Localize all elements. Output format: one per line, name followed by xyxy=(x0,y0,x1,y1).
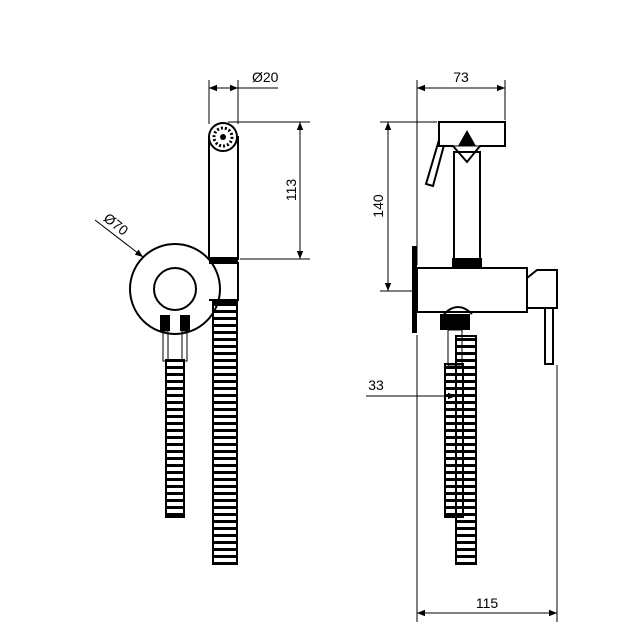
hand-shower-side xyxy=(424,121,506,267)
dimension-shower-height: 113 xyxy=(228,121,310,260)
front-view: Ø20 113 Ø70 xyxy=(94,69,310,565)
shower-holder xyxy=(209,262,239,301)
wall-rosette xyxy=(129,243,221,335)
valve-handle xyxy=(526,269,558,365)
front-hose-right xyxy=(212,301,238,565)
hand-shower-front xyxy=(208,122,239,264)
side-hose-front xyxy=(444,363,464,518)
shower-trigger-lever xyxy=(424,139,445,188)
rosette-diameter-label: Ø70 xyxy=(101,210,132,239)
total-depth-label: 115 xyxy=(476,595,499,611)
shower-height-label: 113 xyxy=(283,179,299,202)
dimension-shower-depth: 73 xyxy=(416,69,506,265)
hose-offset-label: 33 xyxy=(368,377,384,393)
dimension-rosette-diameter: Ø70 xyxy=(94,210,144,258)
shower-head-nozzle-icon xyxy=(212,126,234,148)
front-hose-left xyxy=(165,359,185,518)
dimension-total-depth: 115 xyxy=(416,335,558,622)
shower-depth-label: 73 xyxy=(453,69,469,85)
side-view: 73 140 33 115 xyxy=(366,69,558,622)
total-height-label: 140 xyxy=(370,194,386,218)
wall-plate xyxy=(412,246,417,333)
valve-connector-left xyxy=(160,315,170,362)
dimension-total-height: 140 xyxy=(370,121,437,292)
dimension-outlet-diameter: Ø20 xyxy=(208,69,279,124)
valve-nut xyxy=(440,306,473,367)
outlet-diameter-label: Ø20 xyxy=(252,69,279,85)
valve-body xyxy=(416,267,528,313)
valve-connector-right xyxy=(180,315,190,362)
dimension-hose-offset: 33 xyxy=(366,377,456,400)
